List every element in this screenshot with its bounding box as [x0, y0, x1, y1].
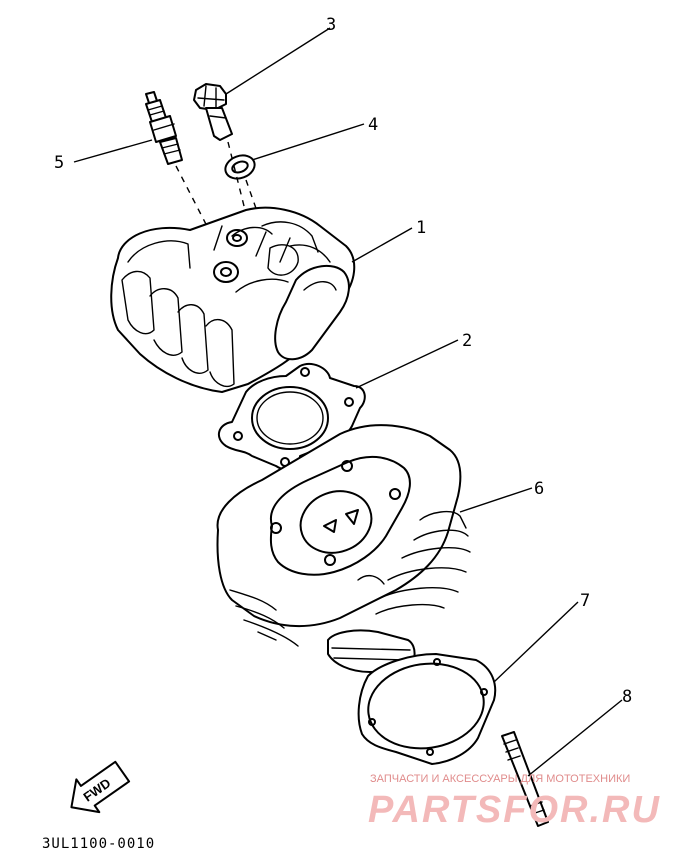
callout-3: 3: [326, 15, 336, 35]
part-spark-plug[interactable]: [145, 91, 211, 233]
leader-6: [459, 487, 533, 513]
part-cylinder-head[interactable]: [110, 206, 356, 393]
callout-6: 6: [534, 479, 544, 499]
watermark-tagline: ЗАПЧАСТИ И АКСЕССУАРЫ ДЛЯ МОТОТЕХНИКИ: [370, 773, 630, 785]
leader-3: [225, 27, 331, 95]
forward-arrow-icon: FWD: [70, 760, 131, 814]
callout-4: 4: [368, 115, 378, 135]
leader-1: [351, 227, 413, 263]
callout-1: 1: [416, 218, 426, 238]
bolt-alignment-line: [227, 141, 247, 215]
diagram-code: 3UL1100-0010: [42, 836, 155, 852]
leader-2: [355, 339, 459, 389]
leader-8: [527, 699, 623, 777]
callout-8: 8: [622, 687, 632, 707]
part-stud-bolt[interactable]: [501, 731, 549, 827]
part-washer[interactable]: [222, 152, 258, 183]
leader-5: [73, 139, 153, 163]
part-bolt[interactable]: [193, 83, 233, 141]
part-base-gasket[interactable]: [357, 653, 497, 765]
watermark-logo: PARTSFOR.RU: [368, 789, 661, 831]
leader-7: [493, 601, 579, 683]
callout-2: 2: [462, 331, 472, 351]
part-cylinder[interactable]: [216, 424, 471, 673]
callout-7: 7: [580, 591, 590, 611]
callout-5: 5: [54, 153, 64, 173]
leader-4: [251, 123, 365, 161]
